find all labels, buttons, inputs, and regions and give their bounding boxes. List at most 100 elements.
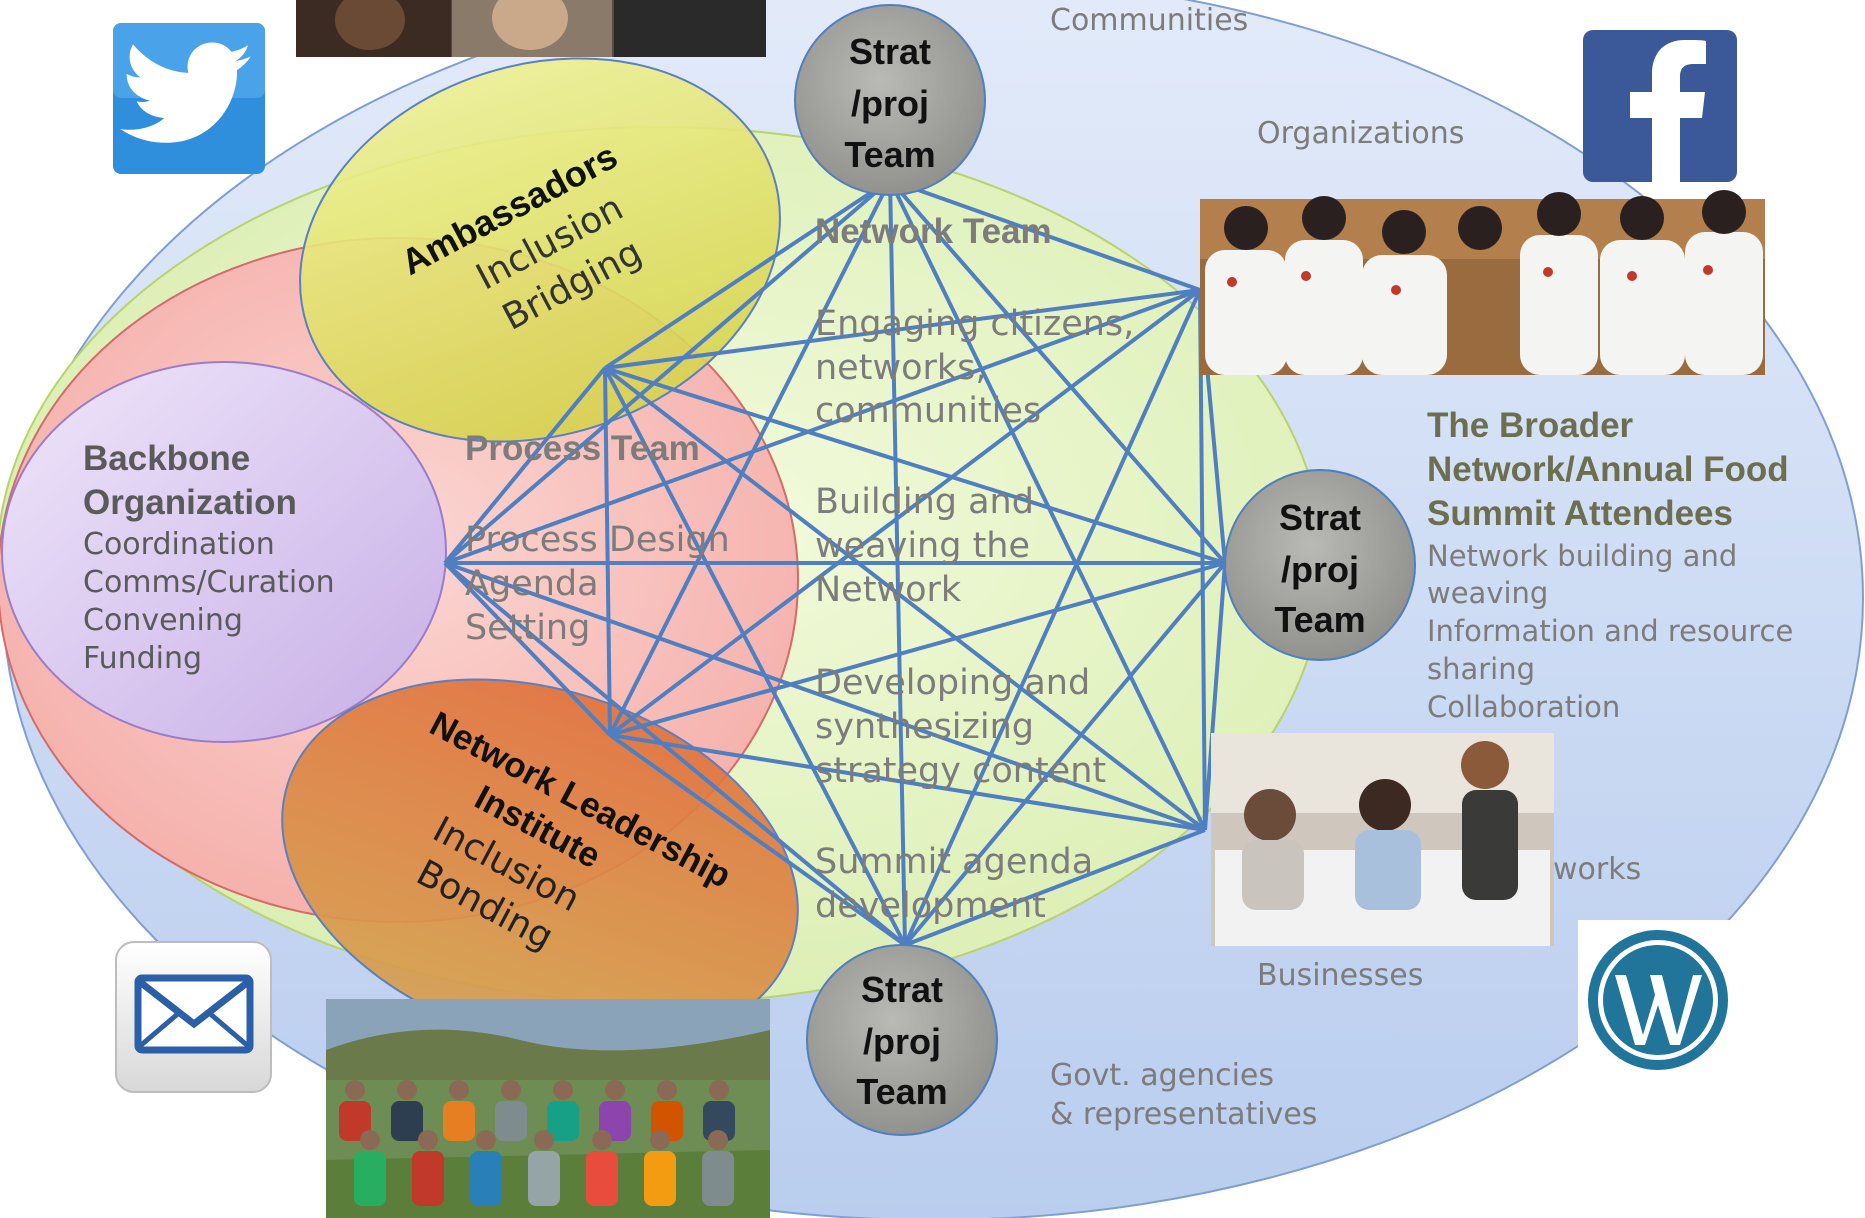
- backbone-text: Backbone Organization Coordination Comms…: [83, 439, 335, 676]
- person-body: [412, 1151, 444, 1206]
- broader-item: Information and resource: [1427, 614, 1793, 648]
- network-link: [609, 561, 1226, 737]
- network-team-title: Network Team: [815, 212, 1052, 251]
- govt-agencies-label: Govt. agencies: [1050, 1058, 1274, 1093]
- network-link: [443, 178, 892, 565]
- communities-label: Communities: [1050, 3, 1248, 38]
- broader-title-line-1: The Broader: [1427, 406, 1634, 445]
- network-link: [1198, 289, 1207, 831]
- backbone-item: Funding: [83, 641, 202, 676]
- process-team-title: Process Team: [465, 429, 700, 468]
- strat-team-label-3: Team: [856, 1071, 947, 1112]
- strat-team-label-1: Strat: [849, 31, 931, 72]
- person-body: [644, 1151, 676, 1206]
- person-head: [553, 1080, 573, 1100]
- group-people: [339, 1080, 735, 1206]
- network-link: [444, 561, 1206, 832]
- person-head: [708, 1130, 728, 1150]
- network-team-item: Engaging citizens,: [815, 304, 1134, 344]
- photo-meeting-table: [1211, 733, 1554, 946]
- network-connection-lines: [443, 178, 1227, 947]
- broader-item: weaving: [1427, 576, 1548, 610]
- person-head: [418, 1130, 438, 1150]
- person-head: [449, 1080, 469, 1100]
- network-team-item: Building and: [815, 482, 1034, 522]
- photo-top-strip: [296, 0, 766, 57]
- businesses-label: Businesses: [1257, 958, 1423, 993]
- process-team-item: Setting: [465, 608, 590, 648]
- person-body: [702, 1151, 734, 1206]
- wordpress-icon: [1578, 920, 1738, 1080]
- network-team-item: Summit agenda: [815, 842, 1093, 882]
- network-link: [888, 179, 907, 946]
- strat-team-label-3: Team: [844, 134, 935, 175]
- network-link: [443, 366, 607, 565]
- broader-item: Collaboration: [1427, 690, 1620, 724]
- network-link: [903, 289, 1202, 946]
- facebook-icon: [1583, 30, 1737, 182]
- person-body: [528, 1151, 560, 1206]
- person-head: [476, 1130, 496, 1150]
- person-body: [339, 1101, 371, 1141]
- person-body: [391, 1101, 423, 1141]
- representatives-label: & representatives: [1050, 1097, 1317, 1132]
- network-team-item: Network: [815, 570, 962, 610]
- person-head: [501, 1080, 521, 1100]
- network-link: [903, 561, 1227, 947]
- network-link: [603, 366, 1207, 832]
- network-team-item: communities: [815, 391, 1041, 431]
- person-head: [650, 1130, 670, 1150]
- backbone-item: Convening: [83, 603, 243, 638]
- network-link: [609, 733, 1206, 832]
- strat-team-label-1: Strat: [861, 969, 943, 1010]
- person-body: [586, 1151, 618, 1206]
- network-link: [889, 178, 1201, 292]
- backbone-item: Coordination: [83, 527, 275, 562]
- person-body: [443, 1101, 475, 1141]
- network-link: [603, 367, 907, 946]
- email-icon: [115, 941, 272, 1093]
- network-link: [604, 288, 1201, 370]
- network-team-item: weaving the: [815, 526, 1030, 566]
- network-link: [443, 561, 612, 737]
- network-link: [443, 561, 907, 947]
- strat-team-label-2: /proj: [851, 83, 929, 124]
- person-head: [605, 1080, 625, 1100]
- person-body: [354, 1151, 386, 1206]
- broader-title-line-2: Network/Annual Food: [1427, 450, 1789, 489]
- network-team-item: development: [815, 886, 1046, 926]
- strat-team-label-2: /proj: [1281, 549, 1359, 590]
- person-head: [345, 1080, 365, 1100]
- photo-racial-equity: [1200, 190, 1765, 375]
- network-link: [608, 179, 892, 736]
- person-body: [470, 1151, 502, 1206]
- network-team-item: strategy content: [815, 751, 1106, 791]
- person-head: [360, 1130, 380, 1150]
- person-head: [657, 1080, 677, 1100]
- backbone-title-line-1: Backbone: [83, 439, 250, 478]
- process-team-item: Process Design: [465, 520, 730, 560]
- person-head: [397, 1080, 417, 1100]
- networks-label: works: [1553, 852, 1641, 887]
- strat-team-right: Strat /proj Team: [1224, 469, 1416, 661]
- strat-team-label-1: Strat: [1279, 497, 1361, 538]
- network-link: [608, 288, 1202, 737]
- network-link: [904, 828, 1206, 947]
- photo-group: [326, 999, 770, 1218]
- person-head: [534, 1130, 554, 1150]
- ambassadors-ellipse: [299, 57, 781, 443]
- network-team-item: synthesizing: [815, 707, 1034, 747]
- process-team-text: Process Team Process Design Agenda Setti…: [465, 429, 730, 648]
- network-team-item: networks,: [815, 348, 987, 388]
- network-team-item: Developing and: [815, 663, 1090, 703]
- backbone-item: Comms/Curation: [83, 565, 335, 600]
- network-link: [604, 366, 1226, 565]
- broader-item: sharing: [1427, 652, 1535, 686]
- network-link: [444, 288, 1201, 565]
- network-link: [603, 178, 892, 370]
- broader-title-line-3: Summit Attendees: [1427, 494, 1733, 533]
- process-team-item: Agenda: [465, 564, 599, 604]
- strat-team-bottom: Strat /proj Team: [806, 944, 998, 1136]
